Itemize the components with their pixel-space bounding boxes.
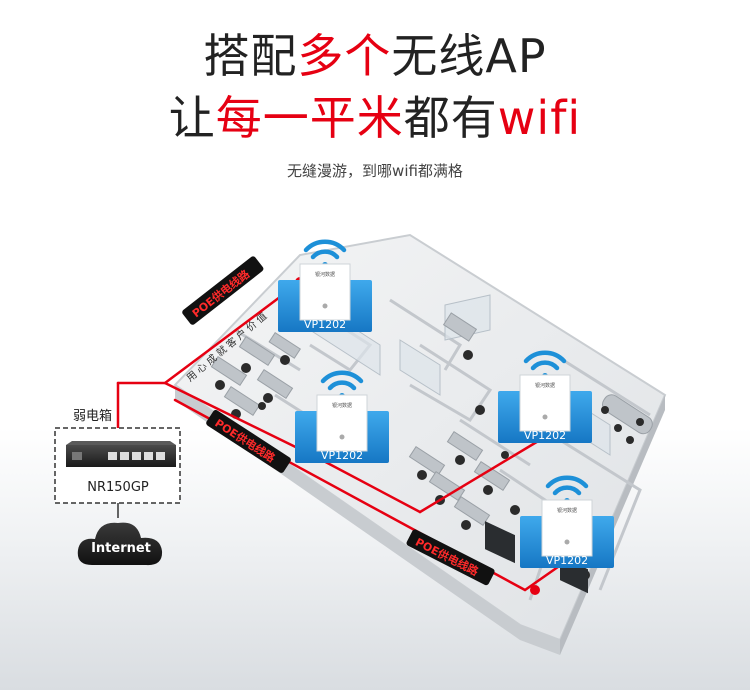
subtitle: 无缝漫游，到哪wifi都满格 [287, 162, 463, 180]
headline-2a: 让 [168, 91, 216, 145]
ap-4-brand: 银河数据 [557, 507, 577, 514]
ap-3-model: VP1202 [524, 429, 566, 442]
headline-1-highlight: 多个 [297, 29, 392, 83]
poe-line-to-ap3 [418, 438, 542, 514]
cloud-icon: Internet [77, 522, 163, 566]
ap-panel-icon [519, 374, 571, 432]
ap-panel-icon [316, 394, 368, 452]
ap-unit-2: 银河数据 VP1202 [295, 370, 389, 463]
headline-1a: 搭配 [203, 29, 298, 83]
ap-3-brand: 银河数据 [535, 382, 555, 389]
ap-panel-icon [299, 263, 351, 321]
ap-unit-4: 银河数据 VP1202 [520, 475, 614, 568]
headline-line-1: 搭配多个无线AP [0, 28, 750, 84]
poe-label-1-text: POE供电线路 [189, 266, 253, 320]
headline-2b: 都有 [403, 91, 498, 145]
headline-1b: 无线AP [391, 29, 547, 83]
ap-4-model: VP1202 [546, 554, 588, 567]
switch-icon [66, 441, 176, 467]
ap-unit-3: 银河数据 VP1202 [498, 350, 592, 443]
ap-2-brand: 银河数据 [332, 402, 352, 409]
headline-2-wifi: wifi [497, 91, 582, 145]
headline-2-highlight: 每一平米 [215, 91, 404, 145]
switch-box-title: 弱电箱 [73, 408, 112, 424]
ap-2-model: VP1202 [321, 449, 363, 462]
headline-line-2: 让每一平米都有wifi [0, 90, 750, 146]
ap-1-brand: 银河数据 [315, 271, 335, 278]
weak-current-box: 弱电箱 NR150GP [54, 408, 181, 504]
ap-unit-1: 银河数据 VP1202 [278, 239, 372, 332]
switch-model: NR150GP [87, 480, 149, 495]
ap-1-model: VP1202 [304, 318, 346, 331]
internet-label: Internet [91, 541, 151, 556]
ap-panel-icon [541, 499, 593, 557]
